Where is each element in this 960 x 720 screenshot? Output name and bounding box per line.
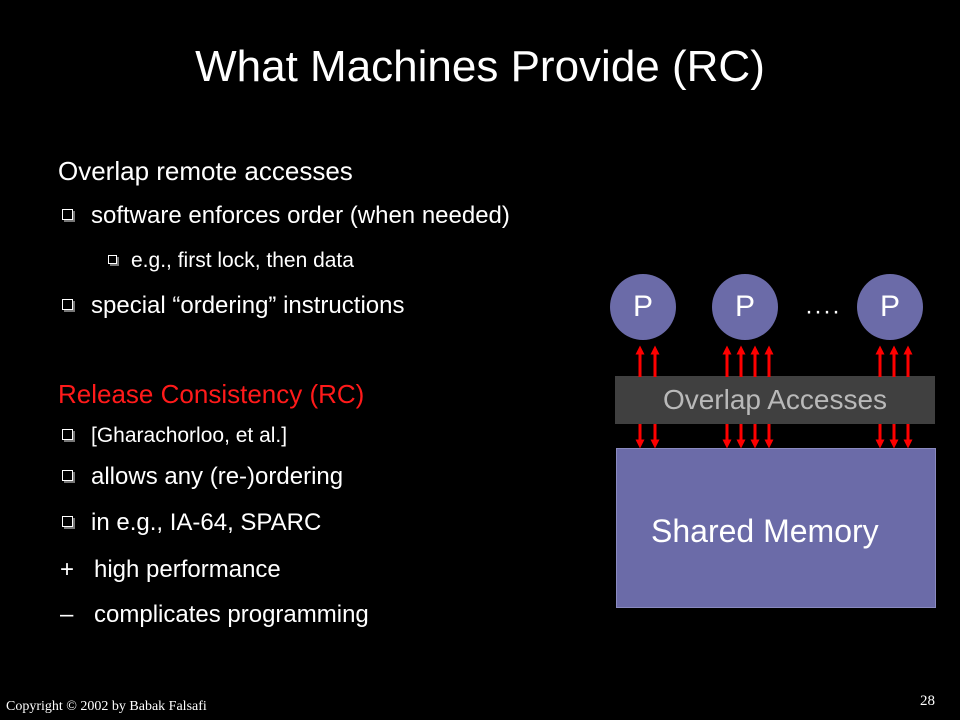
bullet-special-instructions-text: special “ordering” instructions [91, 292, 405, 319]
bullet-complicates-text: complicates programming [94, 601, 369, 628]
sub-bullet-example-text: e.g., first lock, then data [131, 249, 354, 272]
copyright-notice: Copyright © 2002 by Babak Falsafi [6, 699, 207, 714]
square-bullet-icon [62, 428, 73, 440]
processor-node-1: P [610, 274, 676, 340]
processor-node-3: P [857, 274, 923, 340]
slide-title: What Machines Provide (RC) [195, 42, 765, 91]
bullet-citation: [Gharachorloo, et al.] [62, 424, 287, 448]
bullet-special-instructions: special “ordering” instructions [62, 292, 404, 320]
bullet-high-performance: + high performance [60, 556, 281, 584]
shared-memory-box [616, 448, 936, 608]
sub-bullet-example: e.g., first lock, then data [108, 249, 354, 273]
page-number: 28 [920, 693, 935, 709]
bullet-software-order: software enforces order (when needed) [62, 202, 510, 230]
bullet-high-performance-text: high performance [94, 556, 281, 583]
shared-memory-label: Shared Memory [651, 513, 879, 549]
minus-symbol: – [60, 601, 74, 628]
square-bullet-icon [62, 299, 73, 311]
square-bullet-icon [62, 470, 73, 482]
bullet-any-ordering: allows any (re-)ordering [62, 463, 343, 491]
lower-arrows-group [635, 424, 913, 449]
bullet-any-ordering-text: allows any (re-)ordering [91, 463, 344, 490]
rc-heading: Release Consistency (RC) [58, 379, 365, 409]
overlap-accesses-bar: Overlap Accesses [615, 376, 935, 424]
bullet-citation-text: [Gharachorloo, et al.] [91, 424, 288, 447]
overlap-heading: Overlap remote accesses [58, 156, 353, 186]
plus-symbol: + [60, 556, 75, 583]
square-sub-bullet-icon [108, 254, 117, 264]
bullet-in-eg-text: in e.g., IA-64, SPARC [91, 509, 322, 536]
bullet-complicates: –complicates programming [60, 601, 369, 629]
square-bullet-icon [62, 516, 73, 528]
bullet-software-order-text: software enforces order (when needed) [91, 202, 510, 229]
upper-arrows-group [635, 345, 913, 377]
processor-node-2: P [712, 274, 778, 340]
processor-ellipsis: ···· [805, 298, 841, 325]
bullet-in-eg: in e.g., IA-64, SPARC [62, 509, 321, 537]
square-bullet-icon [62, 209, 73, 221]
